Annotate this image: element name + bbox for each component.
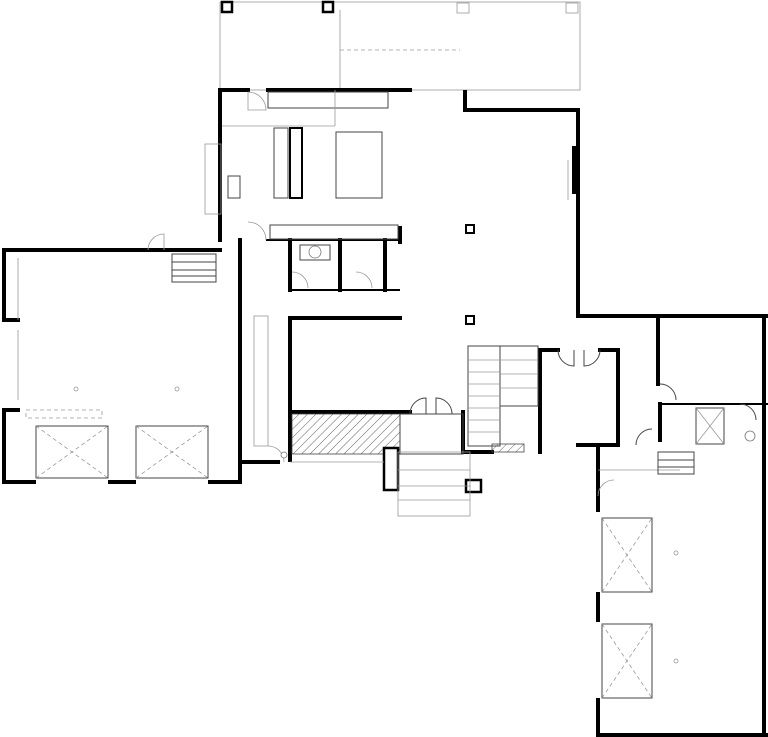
column (465, 224, 475, 234)
pergola-post-right (321, 0, 335, 14)
column (465, 315, 475, 325)
main-house-walls (218, 88, 768, 464)
rear-terrace (219, 0, 581, 91)
front-steps (397, 451, 471, 517)
kitchen-fixtures (204, 90, 399, 241)
left-garage (2, 233, 242, 484)
pergola-post-left (220, 0, 234, 14)
powder-room (291, 244, 373, 289)
entry-pier-left (382, 446, 400, 492)
front-entry (291, 397, 483, 517)
structural-columns (465, 224, 475, 325)
main-stair (467, 345, 601, 453)
right-garage (596, 443, 768, 737)
side-passage (253, 146, 576, 463)
island-counter (289, 127, 303, 199)
east-wing-rooms (635, 314, 768, 447)
